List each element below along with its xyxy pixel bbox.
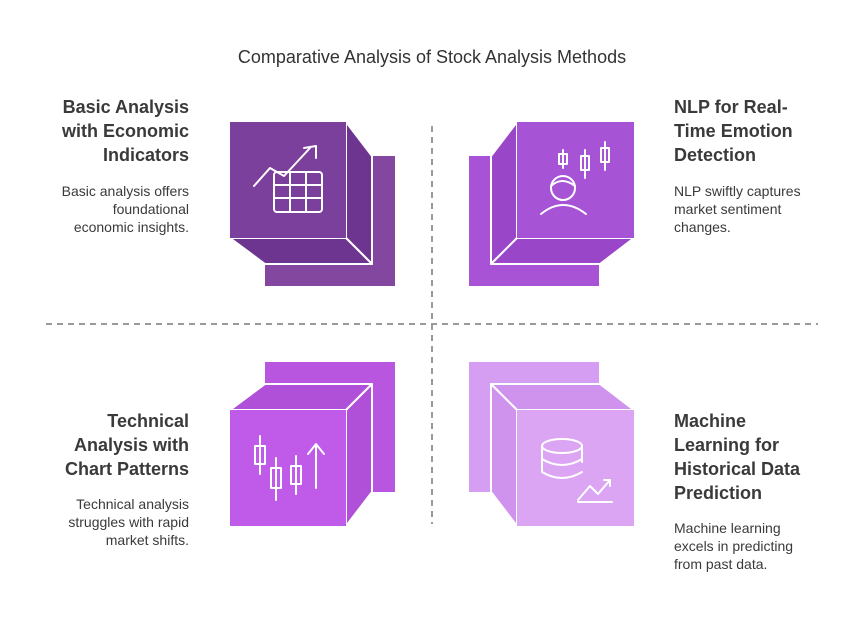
q4-heading-line: Learning for	[674, 435, 780, 455]
quadrant-3-cube	[229, 362, 395, 527]
q1-heading: Basic Analysis with Economic Indicators	[9, 95, 189, 167]
q3-front-square	[230, 410, 346, 526]
q2-heading-line: Detection	[674, 145, 757, 165]
q4-heading-line: Historical Data	[674, 459, 801, 479]
q4-heading-line: Prediction	[674, 483, 763, 503]
q3-description-line: market shifts.	[105, 532, 189, 548]
q2-description-line: changes.	[674, 219, 731, 235]
q1-description-line: Basic analysis offers	[61, 183, 189, 199]
chart-table-icon	[253, 145, 323, 213]
q4-description: Machine learning excels in predicting fr…	[674, 519, 854, 573]
q1-heading-line: Basic Analysis	[62, 97, 189, 117]
q4-heading-line: Machine	[674, 411, 747, 431]
q1-description-line: economic insights.	[73, 219, 189, 235]
q2-front-square	[517, 122, 634, 238]
q4-description-line: from past data.	[674, 556, 768, 572]
q3-description-line: Technical analysis	[76, 496, 189, 512]
candlestick-arrow-icon	[254, 435, 325, 501]
q3-heading-line: Chart Patterns	[64, 459, 189, 479]
q2-heading-line: Time Emotion	[674, 121, 793, 141]
person-candlestick-icon	[540, 141, 610, 215]
q3-heading: Technical Analysis with Chart Patterns	[9, 409, 189, 481]
quadrant-1-cube	[229, 121, 395, 286]
q1-description: Basic analysis offers foundational econo…	[9, 182, 189, 236]
q1-description-line: foundational	[112, 201, 189, 217]
q4-description-line: excels in predicting	[674, 538, 794, 554]
quadrant-2-cube	[469, 121, 635, 286]
q3-heading-line: Analysis with	[73, 435, 189, 455]
q1-front-square	[230, 122, 346, 238]
database-chart-icon	[541, 438, 613, 503]
q1-heading-line: Indicators	[102, 145, 189, 165]
q1-bottom-face	[229, 237, 373, 265]
q1-heading-line: with Economic	[61, 121, 189, 141]
q2-heading-line: NLP for Real-	[674, 97, 788, 117]
q4-description-line: Machine learning	[674, 520, 781, 536]
q2-description: NLP swiftly captures market sentiment ch…	[674, 182, 854, 236]
q2-heading: NLP for Real- Time Emotion Detection	[674, 95, 854, 167]
q3-side-face	[345, 383, 373, 527]
q3-description: Technical analysis struggles with rapid …	[9, 495, 189, 549]
q4-front-square	[517, 410, 634, 526]
q4-heading: Machine Learning for Historical Data Pre…	[674, 409, 854, 505]
q2-bottom-face	[490, 237, 635, 265]
diagram-title: Comparative Analysis of Stock Analysis M…	[237, 47, 627, 67]
q3-description-line: struggles with rapid	[68, 514, 189, 530]
quadrant-4-cube	[469, 362, 635, 527]
q3-heading-line: Technical	[107, 411, 189, 431]
q4-side-face	[490, 383, 518, 527]
q2-description-line: market sentiment	[674, 201, 782, 217]
q2-description-line: NLP swiftly captures	[674, 183, 801, 199]
